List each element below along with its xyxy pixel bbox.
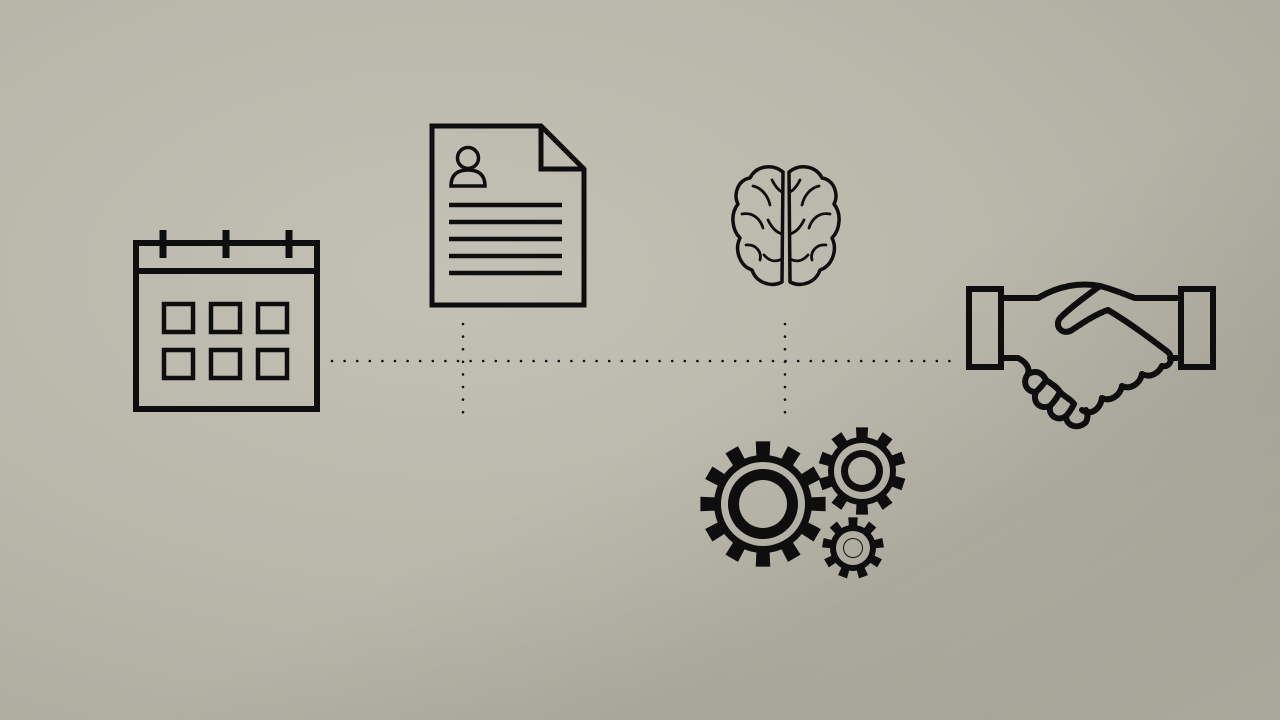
small-gear [822, 517, 884, 579]
large-gear [700, 441, 826, 567]
brain-icon [731, 165, 841, 287]
calendar-icon [133, 230, 320, 412]
left-cuff [966, 286, 1004, 370]
right-cuff [1178, 286, 1216, 370]
handshake-icon [966, 281, 1216, 430]
resume-document-icon [429, 123, 587, 308]
gears-icon [700, 427, 906, 579]
medium-gear [818, 427, 906, 515]
